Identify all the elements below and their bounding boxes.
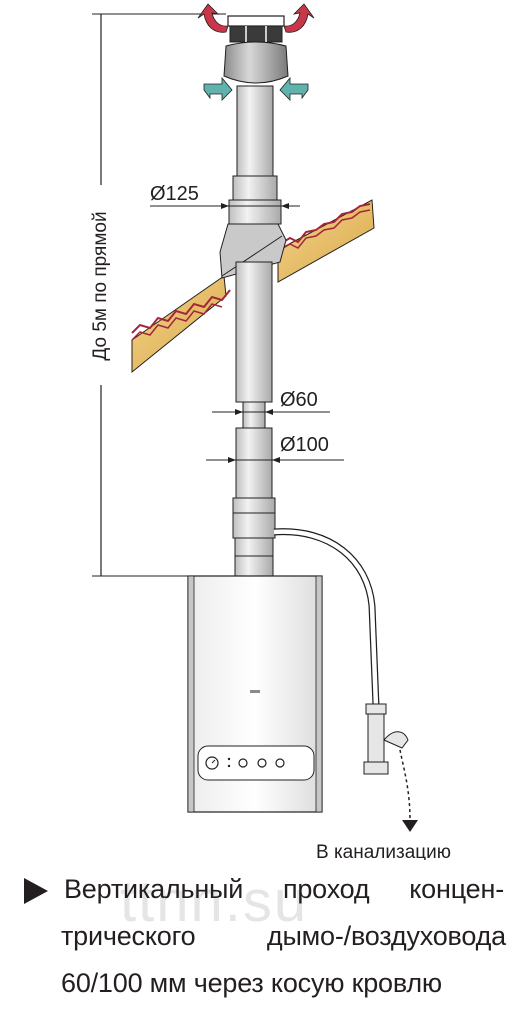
- gas-boiler: [187, 575, 323, 813]
- diameter-60-dimension: Ø60: [212, 389, 330, 415]
- diameter-125-label: Ø125: [150, 183, 199, 205]
- height-dimension: До 5м по прямой: [88, 13, 226, 577]
- diameter-60-label: Ø60: [280, 389, 318, 411]
- exhaust-arrow-left: [197, 3, 229, 33]
- indicator-dot: [227, 764, 231, 768]
- caption-line-1: Вертикальный проход концен-: [64, 874, 504, 904]
- condensate-hose: [273, 528, 418, 832]
- bullet-triangle-icon: [24, 878, 48, 904]
- control-knob: [238, 758, 248, 768]
- control-knob: [275, 758, 285, 768]
- diameter-100-dimension: Ø100: [206, 434, 344, 463]
- indicator-dot: [227, 757, 231, 761]
- flue-terminal-cap: [223, 15, 289, 84]
- exhaust-arrow-right: [283, 3, 315, 33]
- diameter-125-dimension: Ø125: [150, 183, 300, 209]
- drain-label: В канализацию: [316, 842, 451, 860]
- control-knob: [257, 758, 267, 768]
- boiler-control-panel: [205, 756, 285, 770]
- height-dimension-label: До 5м по прямой: [90, 211, 111, 360]
- flue-pipe: [228, 85, 282, 577]
- diagram-caption: Вертикальный проход концен- трического д…: [24, 866, 506, 1007]
- caption-line-3: 60/100 мм через косую кровлю: [61, 968, 442, 998]
- flue-installation-diagram: До 5м по прямой: [88, 3, 452, 860]
- watermark: ttnn.su: [120, 869, 309, 934]
- intake-arrow-right: [279, 76, 309, 101]
- intake-arrow-left: [203, 76, 233, 101]
- roof-right: [277, 199, 375, 283]
- roof-left: [131, 275, 231, 374]
- caption-line-2: трического дымо-/воздуховода: [61, 921, 506, 951]
- diameter-100-label: Ø100: [280, 434, 329, 456]
